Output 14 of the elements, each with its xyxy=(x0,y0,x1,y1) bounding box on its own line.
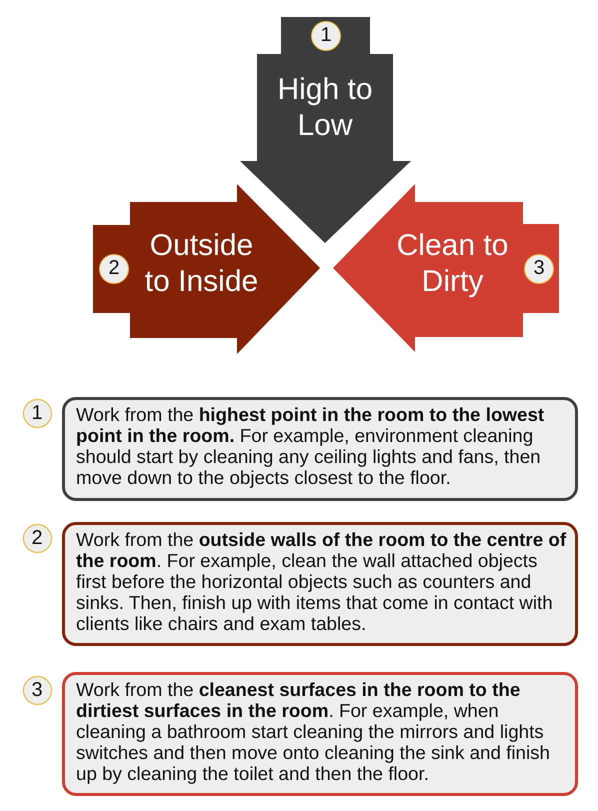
step-description: Work from the outside walls of the room to the centre of the room. For example, clean the wall attached objects first before the horizontal objects such as counters and sinks. Then, finish up with items that come in contact with clients like chairs and exam tables. xyxy=(76,529,568,634)
step-card xyxy=(62,397,578,501)
left-arrow xyxy=(333,184,559,352)
step-card xyxy=(62,522,578,646)
step-number: 3 xyxy=(22,676,52,704)
step-number: 1 xyxy=(22,398,52,428)
step-description: Work from the highest point in the room to the lowest point in the room. For example, environment cleaning should start by cleaning any ceiling lights and fans, then move down to the objects closest to the floor. xyxy=(76,404,546,488)
right-arrow xyxy=(93,184,320,354)
step-description: Work from the cleanest surfaces in the room to the dirtiest surfaces in the room. For example, when cleaning a bathroom start cleaning the mirrors and lights switches and then move onto cleaning the sink and finish up by cleaning the toilet and then the floor. xyxy=(76,679,551,784)
arrow-label: High to Low xyxy=(276,72,374,144)
step-number: 2 xyxy=(22,524,52,552)
step-card xyxy=(62,672,578,796)
arrow-label: Outside to Inside xyxy=(144,228,260,300)
arrow-label: Clean to Dirty xyxy=(396,228,510,300)
